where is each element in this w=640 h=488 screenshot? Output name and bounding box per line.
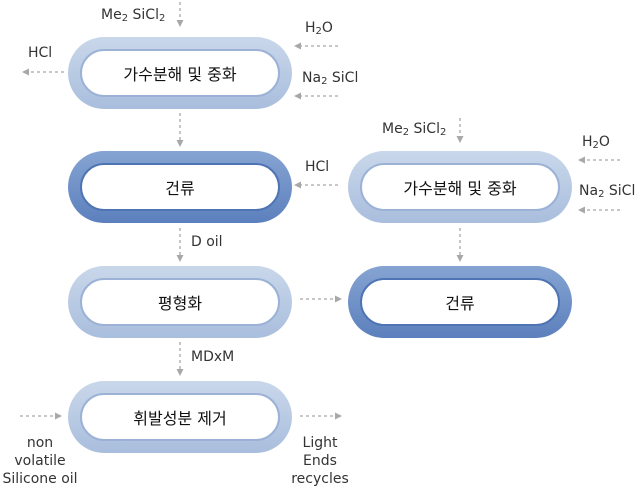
hydrolysis-neutralization-label-left: 가수분해 및 중화 xyxy=(80,49,280,97)
light-ends-recycles-label: Light Ends recycles xyxy=(291,435,349,487)
hcl-transfer-label: HCl xyxy=(305,159,330,175)
na2sicl-input-label-left: Na2 SiCl xyxy=(302,70,359,87)
distillation-label-left: 건류 xyxy=(80,163,280,211)
non-volatile-silicone-oil-label: non volatile Silicone oil xyxy=(2,435,78,487)
na2sicl-input-label-right: Na2 SiCl xyxy=(579,183,636,200)
equilibration-box: 평형화 xyxy=(68,266,292,338)
devolatilization-label: 휘발성분 제거 xyxy=(80,393,280,441)
h2o-input-label-right: H2O xyxy=(582,134,610,151)
equilibration-label: 평형화 xyxy=(80,278,280,326)
h2o-input-label-left: H2O xyxy=(305,20,333,37)
mdxm-label: MDxM xyxy=(191,349,235,365)
hydrolysis-neutralization-box-right: 가수분해 및 중화 xyxy=(348,151,572,223)
devolatilization-box: 휘발성분 제거 xyxy=(68,381,292,453)
me2sicl2-input-label-right: Me2 SiCl2 xyxy=(382,121,447,138)
hcl-output-label-top: HCl xyxy=(28,45,53,61)
d-oil-label: D oil xyxy=(191,234,223,250)
distillation-box-right: 건류 xyxy=(348,266,572,338)
distillation-box-left: 건류 xyxy=(68,151,292,223)
me2sicl2-input-label-top: Me2 SiCl2 xyxy=(101,7,166,24)
distillation-label-right: 건류 xyxy=(360,278,560,326)
hydrolysis-neutralization-box-left: 가수분해 및 중화 xyxy=(68,37,292,109)
hydrolysis-neutralization-label-right: 가수분해 및 중화 xyxy=(360,163,560,211)
